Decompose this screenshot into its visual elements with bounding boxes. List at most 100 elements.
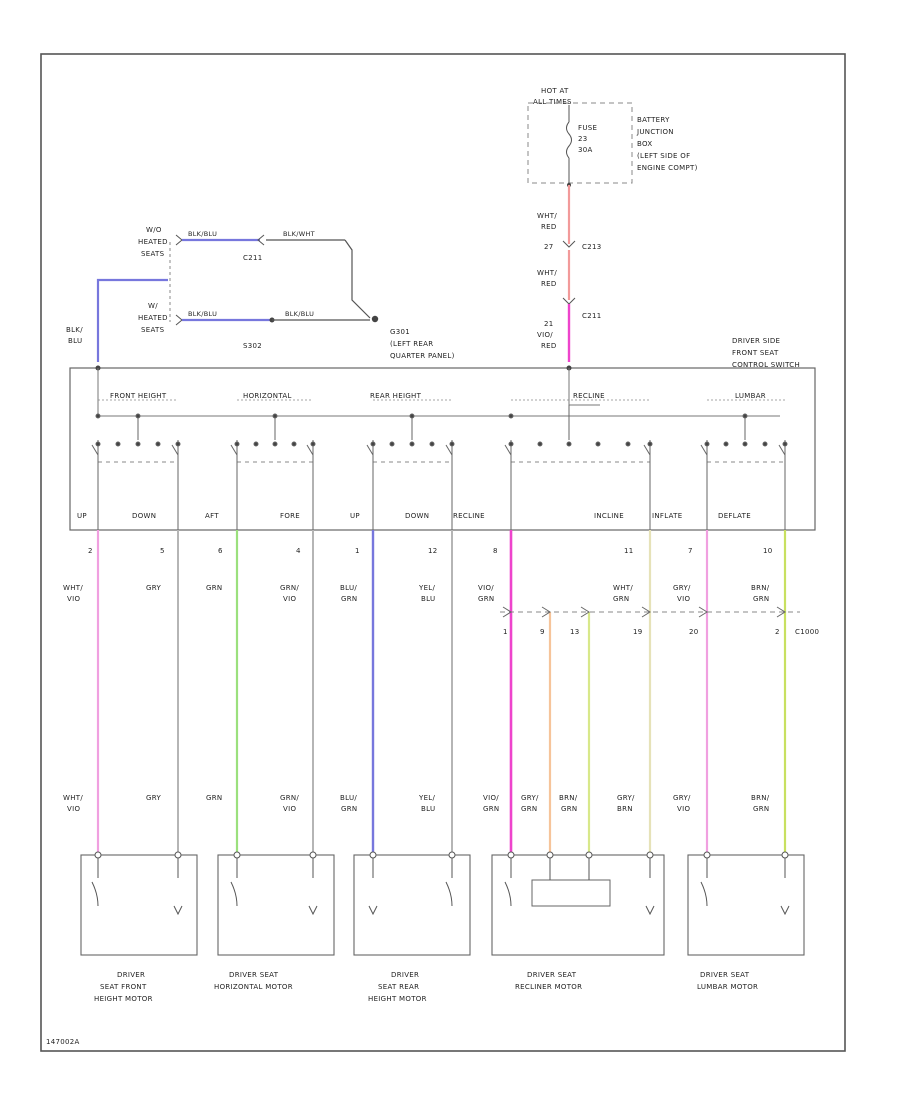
lower-wire-label-1a: WHT/ [63,794,83,802]
lower-wire-label-1b: VIO [67,805,80,813]
lower-wire-label-9a: BRN/ [559,794,578,802]
switch-title-1: DRIVER SIDE [732,337,780,345]
upper-wire-label-9a: GRY/ [673,584,691,592]
wire1-label-1: WHT/ [537,212,557,220]
ground-icon [371,315,379,323]
c1000-pin-6: 2 [775,628,780,636]
section-recline: RECLINE [573,392,605,400]
wire-blk-blu-ground [96,278,168,362]
lower-wire-label-9b: GRN [561,805,577,813]
lower-wire-label-12b: GRN [753,805,769,813]
connector-c213-label: C213 [582,243,601,251]
upper-wire-label-1a: WHT/ [63,584,83,592]
label-up-1: UP [77,512,87,520]
switch-title-2: FRONT SEAT [732,349,779,357]
bjb-label-4: (LEFT SIDE OF [637,152,690,160]
lower-wire-label-10b: BRN [617,805,633,813]
upper-wire-label-7b: GRN [478,595,494,603]
upper-wire-label-4a: GRN/ [280,584,299,592]
pin-21: 21 [544,320,554,328]
upper-wire-label-8a: WHT/ [613,584,633,592]
motor-winding-icon [91,855,183,916]
label-up-2: UP [350,512,360,520]
motor-3-label-3: HEIGHT MOTOR [368,995,427,1003]
diagram-id: 147002A [46,1038,80,1046]
motor-winding-icon [700,855,790,916]
wire3-label-2: RED [541,342,557,350]
wo-heated-label-3: SEATS [141,250,165,258]
pin-label-2: 5 [160,547,165,555]
wo-wire-label: BLK/BLU [188,230,217,238]
c1000-pin-3: 13 [570,628,580,636]
pin-label-1: 2 [88,547,93,555]
upper-wire-label-6a: YEL/ [418,584,435,592]
lower-wire-label-5a: BLU/ [340,794,357,802]
recliner-motor [491,851,665,956]
switch-title-3: CONTROL SWITCH [732,361,800,369]
switch-blades [91,444,786,456]
switch-contacts [95,405,788,530]
motor-2-label-2: HORIZONTAL MOTOR [214,983,293,991]
connector-c211-label: C211 [582,312,601,320]
output-wires: 2 5 6 4 1 12 8 11 7 10 WHT/ VIO GRY GRN … [63,530,819,853]
label-inflate: INFLATE [652,512,682,520]
motor-winding-icon [368,855,453,916]
g301-label-1: G301 [390,328,410,336]
lumbar-motor [687,851,805,956]
motor-5-label-2: LUMBAR MOTOR [697,983,758,991]
section-lumbar: LUMBAR [735,392,766,400]
w-heated-label-3: SEATS [141,326,165,334]
bjb-label-3: BOX [637,140,652,148]
motor-1-label-3: HEIGHT MOTOR [94,995,153,1003]
bjb-label-2: JUNCTION [636,128,674,136]
lower-wire-label-3a: GRN [206,794,222,802]
side-wire-label-2: BLU [68,337,82,345]
label-recline: RECLINE [453,512,485,520]
wo-heated-label-2: HEATED [138,238,168,246]
label-fore: FORE [280,512,300,520]
lower-wire-label-2a: GRY [146,794,161,802]
c211-label: C211 [243,254,262,262]
w-wire-label-2: BLK/BLU [285,310,314,318]
wire-to-ground [344,239,371,319]
motor-box [353,854,471,956]
horizontal-motor [217,851,335,956]
lower-wire-label-11a: GRY/ [673,794,691,802]
motor-winding-icon [504,855,655,916]
label-aft: AFT [205,512,219,520]
pin-label-10: 10 [763,547,773,555]
lower-wire-label-6b: BLU [421,805,435,813]
connector-c1000-icon [502,606,786,618]
lower-wire-label-7b: GRN [483,805,499,813]
battery-junction-box-outline [527,102,633,184]
hot-label-1: HOT AT [541,87,569,95]
motor-4-label-2: RECLINER MOTOR [515,983,582,991]
pin-label-4: 4 [296,547,301,555]
pin-label-9: 7 [688,547,693,555]
motor-box [491,854,665,956]
label-incline: INCLINE [594,512,624,520]
hot-label-2: ALL TIMES [533,98,572,106]
fuse-label-1: FUSE [578,124,597,132]
c1000-pin-5: 20 [689,628,699,636]
upper-wire-label-10b: GRN [753,595,769,603]
section-front-height: FRONT HEIGHT [110,392,167,400]
control-switch: DRIVER SIDE FRONT SEAT CONTROL SWITCH FR… [69,337,816,531]
diagram-border [40,53,846,1052]
upper-wire-label-10a: BRN/ [751,584,770,592]
w-heated-label-1: W/ [148,302,158,310]
ground-circuit: W/O HEATED SEATS W/ HEATED SEATS BLK/ BL… [66,226,454,362]
lower-wire-label-5b: GRN [341,805,357,813]
label-down-2: DOWN [405,512,429,520]
pin-label-7: 8 [493,547,498,555]
c1000-pin-4: 19 [633,628,643,636]
c1000-pin-2: 9 [540,628,545,636]
bjb-label-1: BATTERY [637,116,670,124]
upper-wire-label-5b: GRN [341,595,357,603]
lower-wire-label-4b: VIO [283,805,296,813]
wo-wire-label-2: BLK/WHT [283,230,315,238]
motor-box [217,854,335,956]
power-feed: HOT AT ALL TIMES FUSE 23 30A BATTERY JUN… [527,87,697,362]
connector-w-icon [175,314,183,326]
